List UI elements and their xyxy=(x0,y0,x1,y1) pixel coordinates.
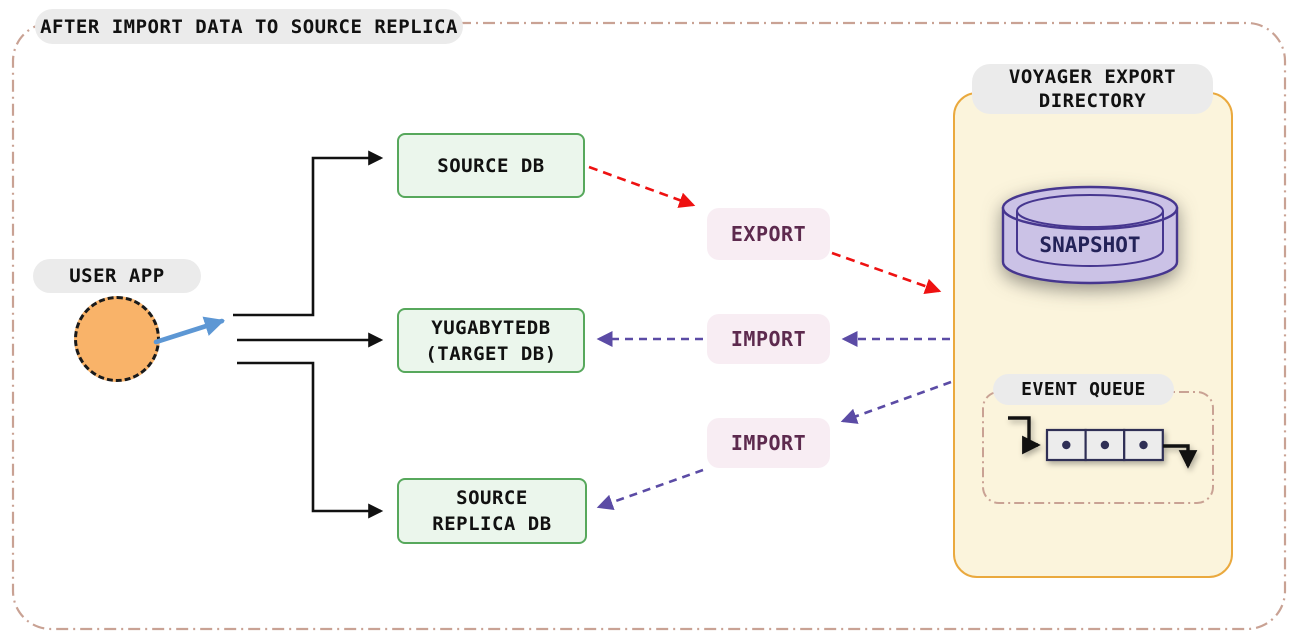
snapshot-label: SNAPSHOT xyxy=(1039,233,1140,257)
export-label-text: EXPORT xyxy=(730,222,807,246)
snapshot-cylinder-icon: SNAPSHOT xyxy=(1001,185,1179,285)
diagram-title-text: AFTER IMPORT DATA TO SOURCE REPLICA xyxy=(40,15,458,38)
queue-slots xyxy=(1045,428,1164,462)
target-db-node: YUGABYTEDB (TARGET DB) xyxy=(397,308,585,373)
user-app-label-text: USER APP xyxy=(69,265,165,287)
user-app-label: USER APP xyxy=(33,259,201,293)
import-bottom-text: IMPORT xyxy=(730,431,807,455)
user-app-circle xyxy=(74,296,160,382)
import-middle-text: IMPORT xyxy=(730,327,807,351)
arrow-userapp-to-source-replica xyxy=(237,361,384,519)
event-queue-icon xyxy=(1008,416,1198,469)
arrow-import-bottom-to-source-replica xyxy=(596,468,704,511)
source-replica-db-node: SOURCE REPLICA DB xyxy=(397,478,587,544)
import-label-middle: IMPORT xyxy=(707,314,830,364)
queue-in-arrow xyxy=(1008,416,1041,455)
arrow-userapp-blue xyxy=(153,316,225,345)
voyager-export-directory-panel xyxy=(953,92,1233,578)
voyager-title-line1: VOYAGER EXPORT xyxy=(1008,66,1177,88)
voyager-title-line2: DIRECTORY xyxy=(1038,90,1147,112)
arrow-source-db-to-export xyxy=(588,165,696,208)
diagram-title: AFTER IMPORT DATA TO SOURCE REPLICA xyxy=(35,9,463,44)
export-label: EXPORT xyxy=(707,208,830,260)
arrow-voyager-to-import-bottom xyxy=(840,380,952,424)
arrow-export-to-voyager xyxy=(831,251,942,295)
import-label-bottom: IMPORT xyxy=(707,418,830,468)
queue-out-arrow xyxy=(1163,444,1198,469)
voyager-panel-title: VOYAGER EXPORT DIRECTORY xyxy=(972,64,1213,114)
source-db-label: SOURCE DB xyxy=(437,154,545,177)
arrow-userapp-to-source-db xyxy=(233,150,384,317)
source-db-node: SOURCE DB xyxy=(397,133,585,198)
source-replica-label-line1: SOURCE xyxy=(456,487,528,509)
source-replica-label-line2: REPLICA DB xyxy=(432,513,552,535)
event-queue-label-text: EVENT QUEUE xyxy=(1021,379,1146,400)
cylinder-inner-rim xyxy=(1016,194,1164,228)
target-db-label-line2: (TARGET DB) xyxy=(425,342,557,365)
target-db-label-line1: YUGABYTEDB xyxy=(431,316,551,339)
event-queue-label: EVENT QUEUE xyxy=(993,374,1174,405)
